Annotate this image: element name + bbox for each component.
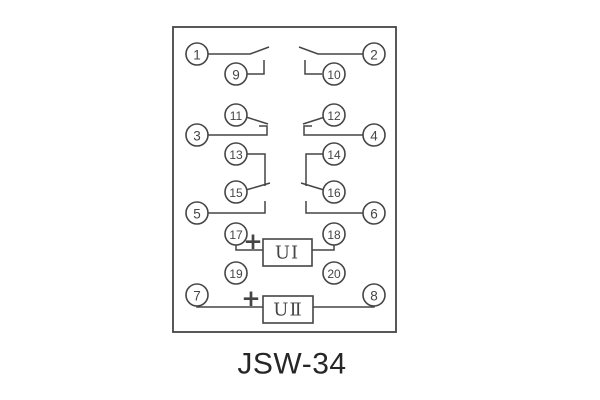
terminal-12-circle <box>322 103 346 127</box>
terminal-10-circle <box>322 62 346 86</box>
unit-u2-plus-polarity-mark: + <box>241 286 260 312</box>
contact-wiring-13-15-5 <box>208 153 271 214</box>
terminal-3: 3 <box>185 123 209 147</box>
contact-wiring-12-4 <box>302 116 363 136</box>
terminal-17: 17 <box>224 222 248 246</box>
unit-u1-plus-polarity-mark: + <box>243 229 262 255</box>
contact-wiring-14-16-6 <box>300 153 363 214</box>
terminal-10: 10 <box>322 62 346 86</box>
unit-u1-label: UⅠ <box>275 243 299 264</box>
terminal-8-circle <box>362 283 386 307</box>
terminal-14: 14 <box>322 142 346 166</box>
terminal-17-circle <box>224 222 248 246</box>
terminal-11: 11 <box>224 103 248 127</box>
terminal-2-number: 2 <box>370 48 378 63</box>
terminal-13-number: 13 <box>229 148 243 162</box>
terminal-18-circle <box>322 222 346 246</box>
diagram-frame <box>172 26 397 333</box>
terminal-3-circle <box>185 123 209 147</box>
terminal-4-number: 4 <box>370 129 378 144</box>
terminal-13-circle <box>224 142 248 166</box>
contact-wiring-1-9 <box>208 46 270 75</box>
terminal-1-number: 1 <box>193 48 201 63</box>
terminal-15-number: 15 <box>229 186 243 200</box>
terminal-18: 18 <box>322 222 346 246</box>
contact-wiring-11-3 <box>208 116 269 136</box>
terminal-15: 15 <box>224 180 248 204</box>
terminal-6-circle <box>362 201 386 225</box>
unit1-wiring-17-18 <box>235 245 335 251</box>
terminal-9-number: 9 <box>232 68 240 83</box>
terminal-7-number: 7 <box>193 289 201 304</box>
terminal-20-circle <box>322 261 346 285</box>
terminal-19-circle <box>224 261 248 285</box>
terminal-7-circle <box>185 283 209 307</box>
terminal-14-number: 14 <box>327 148 341 162</box>
terminal-9-circle <box>224 62 248 86</box>
terminal-5-circle <box>185 201 209 225</box>
terminal-18-number: 18 <box>327 228 341 242</box>
unit-u2-box <box>262 295 314 324</box>
terminal-5-number: 5 <box>193 207 201 222</box>
terminal-2-circle <box>362 42 386 66</box>
terminal-19: 19 <box>224 261 248 285</box>
terminal-16-number: 16 <box>327 186 341 200</box>
terminal-19-number: 19 <box>229 267 243 281</box>
terminal-10-number: 10 <box>327 68 341 82</box>
terminal-17-number: 17 <box>229 228 243 242</box>
terminal-5: 5 <box>185 201 209 225</box>
terminal-1: 1 <box>185 42 209 66</box>
terminal-8-number: 8 <box>370 289 378 304</box>
terminal-3-number: 3 <box>193 129 201 144</box>
terminal-12-number: 12 <box>327 109 341 123</box>
terminal-8: 8 <box>362 283 386 307</box>
terminal-6-number: 6 <box>370 207 378 222</box>
terminal-9: 9 <box>224 62 248 86</box>
terminal-11-number: 11 <box>230 109 243 123</box>
terminal-15-circle <box>224 180 248 204</box>
unit-u2-label: UⅡ <box>273 300 302 321</box>
terminal-2: 2 <box>362 42 386 66</box>
terminal-4: 4 <box>362 123 386 147</box>
terminal-16: 16 <box>322 180 346 204</box>
terminal-1-circle <box>185 42 209 66</box>
terminal-4-circle <box>362 123 386 147</box>
contact-wiring-2-10 <box>298 46 363 75</box>
terminal-11-circle <box>224 103 248 127</box>
terminal-7: 7 <box>185 283 209 307</box>
terminal-12: 12 <box>322 103 346 127</box>
terminal-13: 13 <box>224 142 248 166</box>
terminal-20: 20 <box>322 261 346 285</box>
terminal-14-circle <box>322 142 346 166</box>
terminal-16-circle <box>322 180 346 204</box>
model-label: JSW-34 <box>237 348 346 381</box>
terminal-6: 6 <box>362 201 386 225</box>
terminal-20-number: 20 <box>327 267 341 281</box>
unit-u1-box <box>262 238 313 267</box>
